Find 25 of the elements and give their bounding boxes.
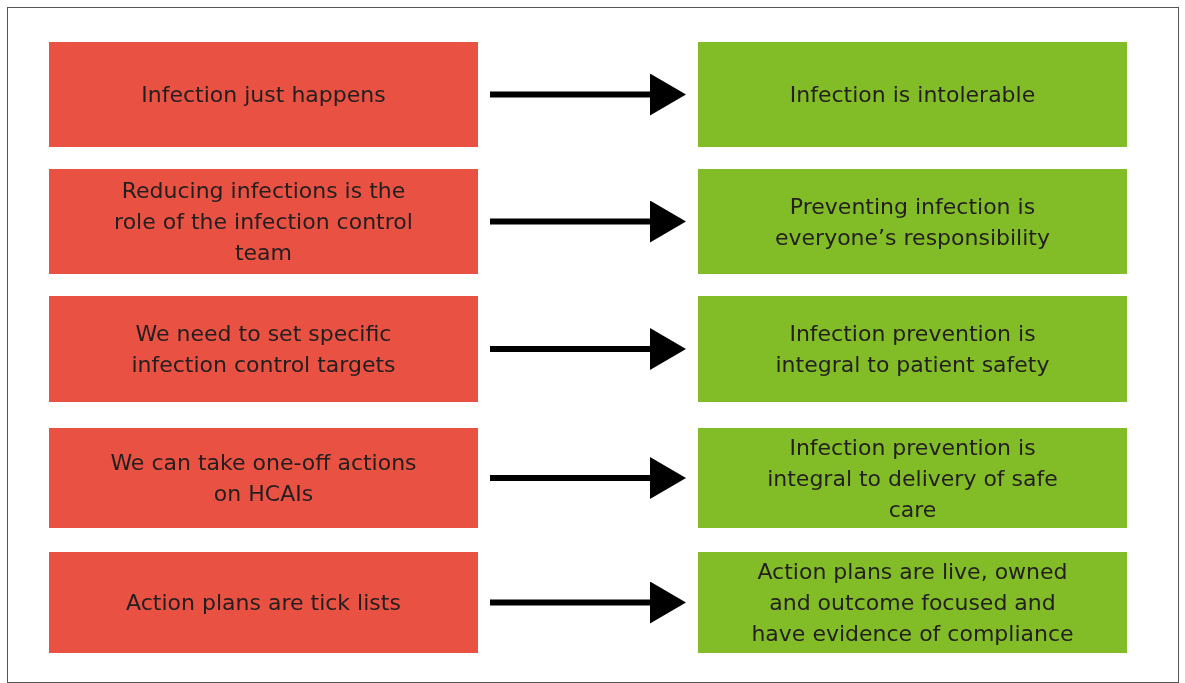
statement-text: Reducing infections is the role of the infection control team	[113, 177, 414, 267]
arrow	[490, 328, 686, 370]
statement-box	[698, 169, 1127, 274]
statement-text: Infection is intolerable	[789, 81, 1036, 109]
statement-text: Infection just happens	[141, 81, 386, 109]
arrow	[490, 73, 686, 116]
statement-box	[49, 428, 478, 528]
statement-box	[698, 296, 1127, 402]
statement-text: Infection prevention is integral to patient safety	[774, 320, 1051, 379]
statement-box	[49, 169, 478, 274]
statement-text: We need to set specific infection control targets	[130, 320, 397, 379]
statement-box	[698, 42, 1127, 147]
arrow	[490, 457, 686, 499]
statement-box	[698, 428, 1127, 528]
arrow	[490, 581, 686, 624]
statement-text: Preventing infection is everyone’s responsibility	[774, 192, 1051, 252]
statement-box	[49, 552, 478, 653]
statement-box	[49, 296, 478, 402]
statement-text: Action plans are tick lists	[126, 589, 401, 617]
arrow	[490, 200, 686, 243]
statement-text: We can take one-off actions on HCAIs	[109, 449, 418, 508]
statement-box	[698, 552, 1127, 653]
statement-text: Infection prevention is integral to delivery of safe care	[766, 433, 1059, 524]
statement-box	[49, 42, 478, 147]
statement-text: Action plans are live, owned and outcome focused and have evidence of compliance	[750, 558, 1075, 648]
